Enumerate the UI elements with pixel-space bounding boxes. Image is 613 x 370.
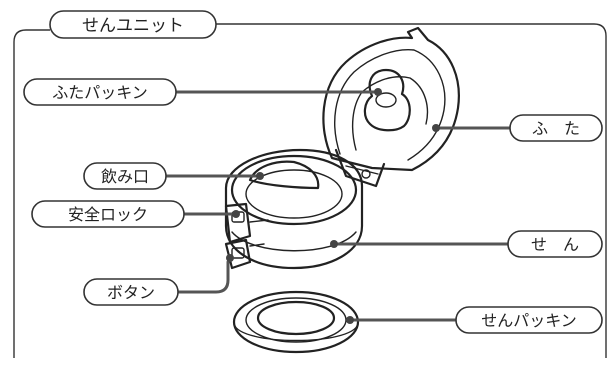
label-futa: ふ た — [509, 114, 603, 142]
label-anzen-lock: 安全ロック — [31, 200, 185, 228]
label-anzen-lock-text: 安全ロック — [68, 205, 148, 224]
label-button: ボタン — [83, 278, 179, 306]
label-futa-packing: ふたパッキン — [23, 78, 177, 106]
label-inomiguchi-text: 飲み口 — [101, 167, 149, 186]
sen-unit-illustration — [224, 26, 460, 354]
marker-sen-packing — [346, 316, 354, 324]
marker-futa — [432, 124, 440, 132]
label-sen-packing: せんパッキン — [455, 306, 603, 334]
sen-packing-illustration — [232, 290, 360, 354]
diagram-title: せんユニット — [82, 16, 184, 36]
marker-futa-packing — [374, 88, 382, 96]
label-futa-text: ふ た — [532, 119, 580, 138]
label-sen-text: せ ん — [531, 235, 579, 254]
diagram-frame — [13, 23, 607, 358]
title-tag: せんユニット — [49, 10, 217, 39]
marker-inomiguchi — [256, 172, 264, 180]
label-button-text: ボタン — [107, 283, 155, 302]
lid-illustration — [322, 26, 460, 188]
label-sen: せ ん — [507, 230, 603, 258]
marker-button — [226, 254, 234, 262]
label-inomiguchi: 飲み口 — [83, 162, 167, 190]
marker-anzen-lock — [232, 210, 240, 218]
label-sen-packing-text: せんパッキン — [481, 311, 577, 330]
leader-button — [176, 260, 230, 294]
label-futa-packing-text: ふたパッキン — [52, 83, 148, 102]
marker-sen — [330, 240, 338, 248]
